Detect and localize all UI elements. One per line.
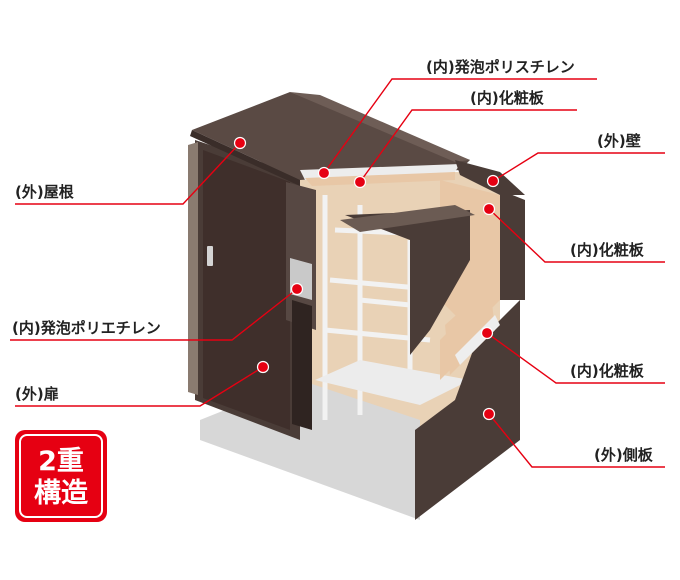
marker-decor-right-upper [482,202,496,216]
marker-outer-side [482,407,496,421]
door-edge [292,300,312,430]
label-inner-foam-polyethylene: (内)発泡ポリエチレン [12,319,161,337]
roof-ridge [290,92,470,162]
label-outer-door: (外)扉 [15,385,59,403]
marker-outer-wall [486,174,500,188]
labels: (内)発泡ポリスチレン (内)化粧板 (外)壁 (外)屋根 (内)化粧板 (内)… [12,58,654,464]
marker-foam-polyethylene [290,282,304,296]
leader-outer-door [15,366,264,407]
label-inner-foam-polystyrene: (内)発泡ポリスチレン [426,58,575,76]
leader-outer-roof [15,142,241,205]
mid-partition-outer [345,210,470,355]
label-outer-roof: (外)屋根 [15,183,74,201]
leader-decor-top [359,109,577,183]
badge-line-2: 構造 [34,478,88,509]
leader-lines [10,78,665,468]
marker-decor-top [353,175,367,189]
door-panel [203,150,290,430]
roof-decor-layer [305,172,455,186]
leader-outer-wall [492,152,665,182]
leader-foam-polystyrene [323,78,597,174]
markers [233,136,500,421]
leader-foam-polyethylene [10,288,298,341]
label-inner-decor-right-upper: (内)化粧板 [570,241,645,259]
marker-outer-roof [233,136,247,150]
marker-outer-door [256,360,270,374]
shed-body [188,92,525,520]
outer-right-upper-wall [500,190,525,300]
roof-foam-layer [300,164,460,180]
roof [192,92,470,180]
door-handle [207,246,213,266]
leader-decor-right-upper [488,208,665,263]
marker-foam-polystyrene [317,166,331,180]
inner-floor [315,360,470,405]
outer-left-frame [188,142,198,395]
mid-partition-top [340,205,475,232]
marker-decor-right-lower [480,326,494,340]
label-inner-decor-top: (内)化粧板 [470,89,545,107]
leader-decor-right-lower [486,332,665,384]
leader-outer-side [488,413,665,468]
double-structure-badge: 2重 構造 [15,430,107,522]
roof-edge [190,130,300,186]
label-inner-decor-right-lower: (内)化粧板 [570,362,645,380]
outer-side-panel [415,300,520,520]
badge-line-1: 2重 [38,446,84,477]
label-outer-side-panel: (外)側板 [594,446,654,464]
label-outer-wall: (外)壁 [597,132,641,150]
badge-inner-border [19,434,103,518]
badge-outer [15,430,107,522]
